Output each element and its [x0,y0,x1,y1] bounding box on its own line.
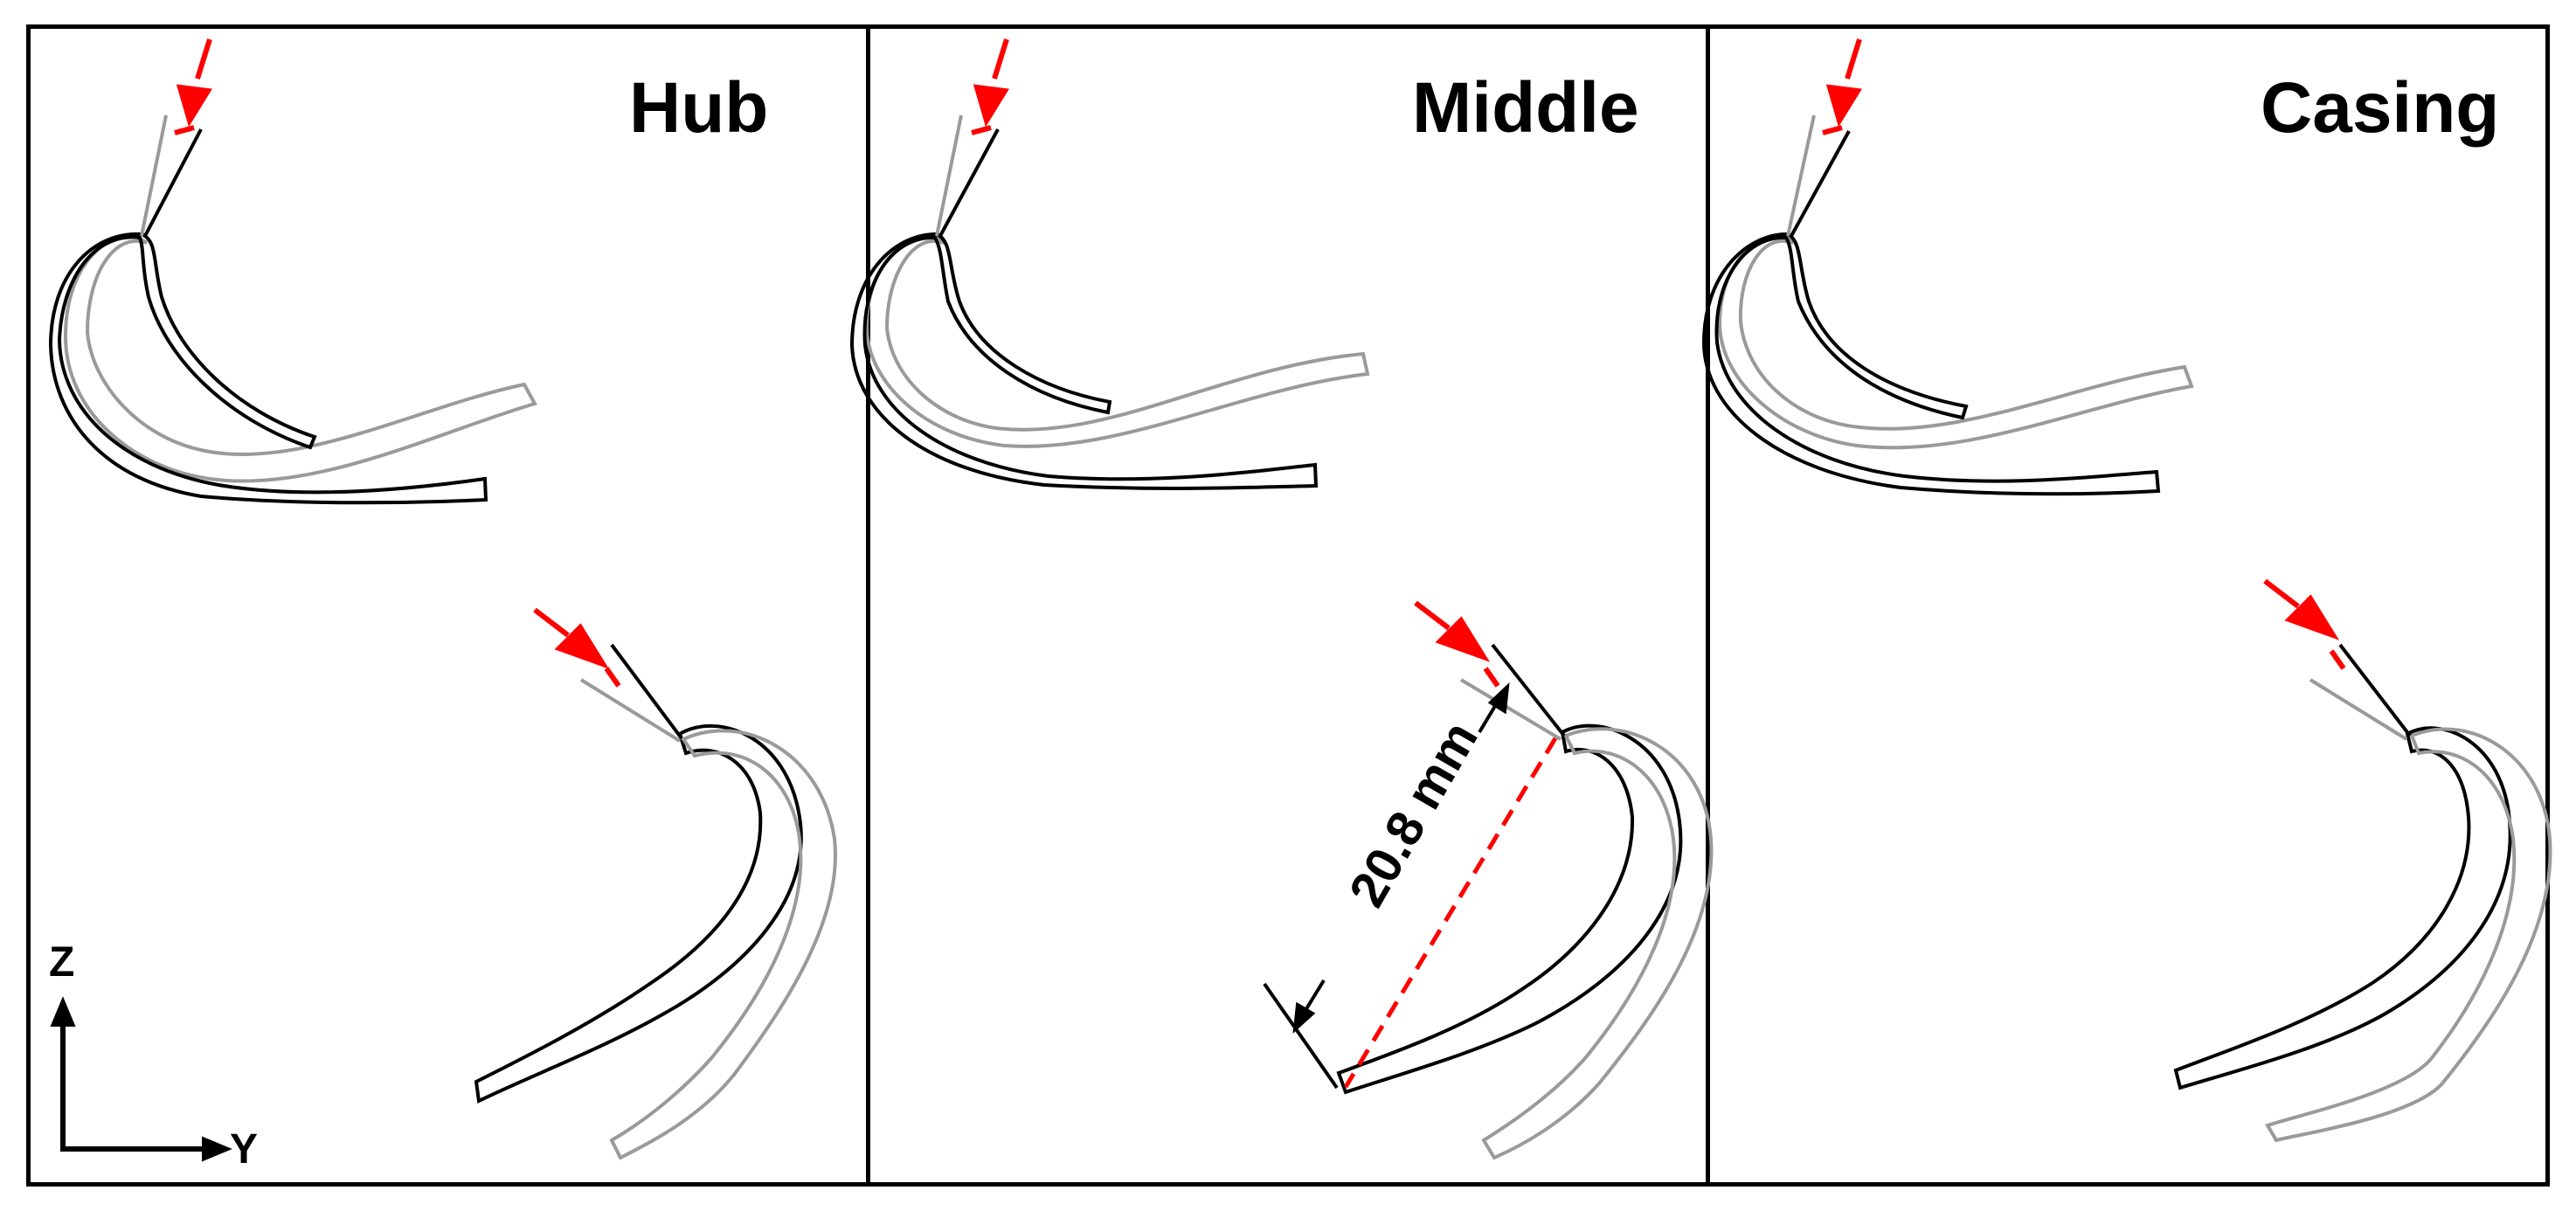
casing-lower-indicator-tick [2329,649,2346,670]
hub-lower-arrow-head [554,623,610,669]
casing-panel-title: Casing [2261,68,2500,148]
casing-lower-solid-blade [2173,726,2512,1090]
casing-lower-arrow-head [2284,594,2340,640]
middle-upper-reference-blade [864,232,1370,448]
hub-upper-solid-blade [48,232,488,505]
z-axis-label: Z [49,939,75,986]
casing-lower-reference-line [2309,678,2408,741]
hub-blade-group [48,38,837,1160]
middle-dimension-arrow-bottom-head [1292,1001,1316,1034]
middle-dimension-arrow-bottom-shaft [1303,979,1326,1014]
casing-upper-reference-blade [1717,232,2194,450]
middle-panel: Middle [866,24,1710,1187]
casing-upper-reference-line [1786,114,1816,237]
middle-dimension-arrow-top-head [1487,682,1510,715]
middle-lower-solid-blade [1336,723,1683,1095]
hub-upper-reference-blade [63,232,537,483]
casing-lower-reference-blade [2265,727,2552,1143]
middle-lower-solid-line [1491,643,1566,737]
hub-lower-reference-line [579,678,682,743]
middle-lower-indicator-tick [1483,667,1500,688]
casing-upper-arrow-shaft [1845,38,1862,80]
casing-lower-solid-line [2338,643,2412,737]
middle-upper-arrow-head [973,84,1010,128]
middle-dimension-dashed-line [1343,737,1558,1089]
middle-upper-solid-line [938,128,1000,237]
middle-panel-title: Middle [1412,68,1639,148]
z-axis-arrowhead [50,996,76,1027]
middle-lower-arrow-head [1435,616,1491,662]
middle-dimension-extension-line [1263,982,1339,1090]
middle-upper-solid-blade [849,232,1319,490]
casing-lower-arrow-shaft [2263,578,2300,609]
middle-lower-reference-line [1459,678,1562,741]
middle-upper-arrow-shaft [992,38,1009,80]
hub-upper-reference-line [140,114,168,237]
casing-upper-indicator-tick [1822,125,1843,135]
casing-upper-solid-line [1790,130,1851,237]
hub-lower-indicator-tick [604,667,621,688]
hub-upper-solid-line [143,128,203,237]
y-axis-arrowhead [202,1136,232,1162]
y-axis-label: Y [230,1126,259,1173]
hub-lower-arrow-shaft [533,607,570,638]
middle-upper-indicator-tick [971,125,992,135]
middle-upper-reference-line [935,114,963,237]
hub-upper-arrow-shaft [195,38,212,80]
hub-lower-reference-blade [609,729,837,1160]
hub-panel-title: Hub [629,68,769,148]
middle-blade-group [849,38,1714,1160]
hub-upper-indicator-tick [174,125,195,135]
casing-upper-arrow-head [1825,84,1863,128]
middle-lower-reference-blade [1481,727,1714,1160]
casing-upper-solid-blade [1701,232,2161,496]
middle-lower-arrow-shaft [1414,600,1451,631]
hub-upper-arrow-head [176,84,213,128]
casing-panel: Casing [1706,24,2550,1187]
hub-lower-solid-line [610,643,683,740]
hub-lower-solid-blade [474,723,803,1104]
hub-panel: Hub [26,24,870,1187]
casing-blade-group [1701,38,2552,1143]
coordinate-axes [50,996,232,1162]
